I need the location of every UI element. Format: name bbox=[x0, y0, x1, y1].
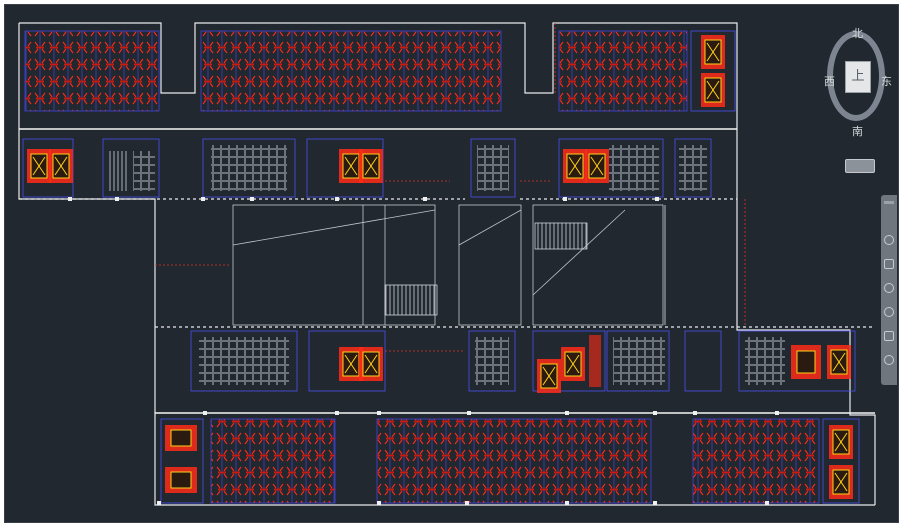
viewcube[interactable]: 北 南 东 西 上 bbox=[823, 23, 897, 173]
lower-service-band bbox=[190, 330, 856, 394]
wcs-menu-button[interactable] bbox=[845, 159, 875, 173]
viewcube-compass-ring[interactable] bbox=[827, 31, 885, 121]
top-classrooms bbox=[24, 30, 736, 112]
column-markers bbox=[68, 197, 779, 505]
central-atrium bbox=[232, 204, 666, 326]
showmotion-icon[interactable] bbox=[884, 331, 894, 341]
compass-north-label[interactable]: 北 bbox=[852, 27, 863, 40]
upper-service-band bbox=[22, 138, 712, 198]
floor-plan bbox=[18, 22, 876, 506]
orbit-icon[interactable] bbox=[884, 307, 894, 317]
steering-wheel-icon[interactable] bbox=[884, 235, 894, 245]
navigation-bar bbox=[881, 195, 897, 385]
zoom-icon[interactable] bbox=[884, 283, 894, 293]
navbar-menu-icon[interactable] bbox=[884, 355, 894, 365]
viewcube-top-face[interactable]: 上 bbox=[845, 61, 871, 93]
navbar-grip[interactable] bbox=[884, 201, 894, 204]
compass-south-label[interactable]: 南 bbox=[852, 125, 863, 138]
compass-west-label[interactable]: 西 bbox=[824, 75, 835, 88]
drawing-viewport[interactable]: 北 南 东 西 上 bbox=[4, 4, 899, 523]
compass-east-label[interactable]: 东 bbox=[881, 75, 892, 88]
exterior-walls bbox=[18, 22, 876, 506]
red-dashed-lines bbox=[155, 23, 746, 352]
pan-icon[interactable] bbox=[884, 259, 894, 269]
bottom-classrooms bbox=[160, 418, 860, 504]
